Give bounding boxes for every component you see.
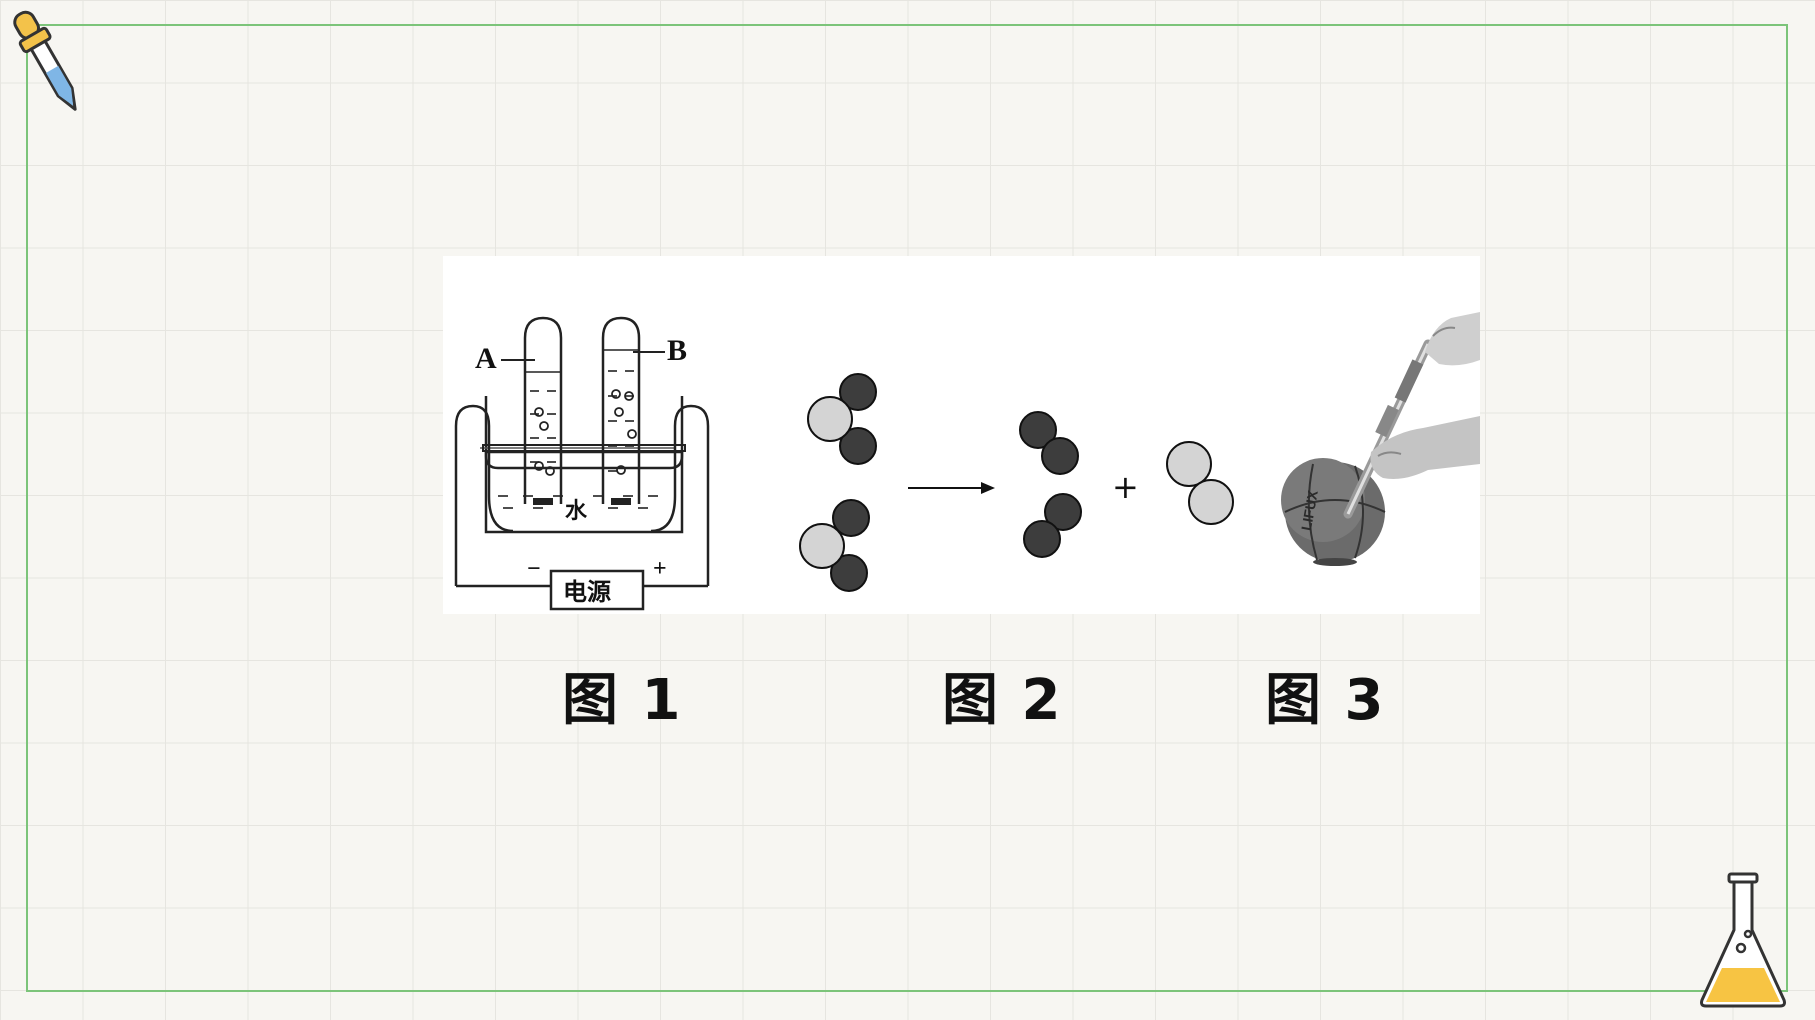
tube-b-label: B [667, 334, 687, 367]
reaction-plus-sign: + [1112, 468, 1139, 506]
positive-terminal: + [653, 556, 667, 582]
slide-frame [26, 24, 1788, 992]
tube-a-label: A [475, 342, 497, 375]
figure2-caption: 图 2 [942, 668, 1063, 733]
dark-atom [1019, 411, 1057, 449]
flask-icon [1700, 872, 1786, 1008]
light-atom [807, 396, 853, 442]
light-atom [1188, 479, 1234, 525]
lower-arm [1370, 416, 1480, 479]
figure3-caption: 图 3 [1265, 668, 1386, 733]
figure3-basketball-pump-photo: LIFUX [1281, 312, 1480, 566]
figure2-reaction-diagram [799, 373, 1234, 592]
dark-atom [1023, 520, 1061, 558]
figure1-electrolysis-diagram: A B 水 电源 − + [454, 316, 710, 611]
light-atom [799, 523, 845, 569]
figures-panel: A B 水 电源 − + [443, 256, 1480, 614]
dark-atom [1041, 437, 1079, 475]
figure1-caption: 图 1 [562, 668, 683, 733]
top-hand [1425, 312, 1480, 366]
water-label: 水 [565, 499, 588, 524]
dark-atom [839, 427, 877, 465]
ball-brand-text: LIFUX [1298, 488, 1321, 531]
dropper-icon [13, 10, 77, 111]
power-supply-label: 电源 [563, 578, 611, 606]
light-atom [1166, 441, 1212, 487]
dark-atom [830, 554, 868, 592]
dark-atom [839, 373, 877, 411]
dark-atom [1044, 493, 1082, 531]
negative-terminal: − [527, 556, 541, 582]
power-supply-box [549, 569, 645, 611]
dark-atom [832, 499, 870, 537]
